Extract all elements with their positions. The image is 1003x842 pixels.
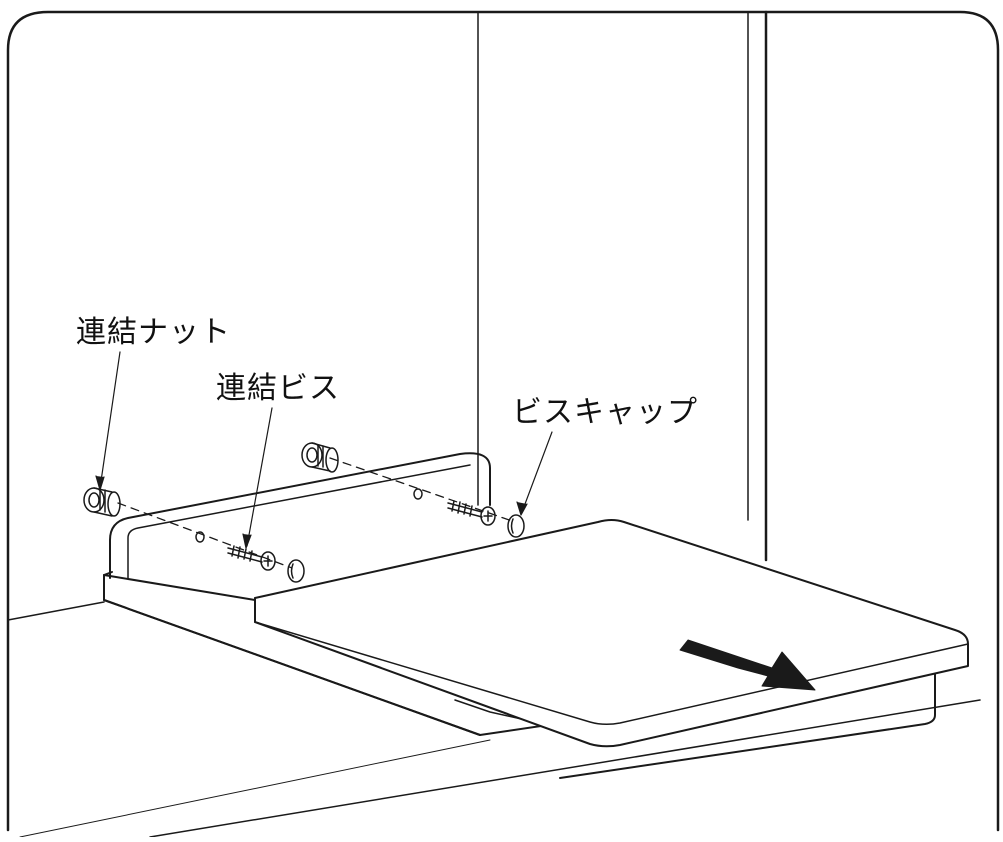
floor-line-rear — [20, 740, 490, 837]
label-connecting-screw: 連結ビス — [216, 371, 340, 406]
panel-hole-left — [196, 532, 204, 542]
arrow-pull-out-icon — [680, 640, 815, 690]
assembly-axis-right — [330, 458, 515, 522]
panel-hole-right — [414, 489, 422, 499]
screw-cap-right — [508, 515, 524, 537]
floor-line-front — [150, 700, 980, 837]
floor-line-left — [8, 602, 104, 620]
base-board-edge — [104, 600, 480, 735]
label-connecting-nut: 連結ナット — [76, 315, 231, 350]
connecting-nut-right — [302, 443, 338, 472]
connecting-screw-left — [228, 546, 275, 570]
leader-line-cap — [517, 432, 552, 515]
base-board-side — [560, 695, 935, 778]
leader-line-screw — [243, 408, 272, 548]
screw-cap-left — [288, 560, 304, 582]
leader-line-nut — [96, 352, 120, 490]
back-panel-shelf-edge — [104, 575, 255, 600]
connecting-nut-left — [84, 488, 120, 516]
frame-border — [8, 12, 998, 830]
back-panel-outline — [110, 453, 490, 578]
back-panel-inner-line — [128, 465, 470, 578]
sliding-board-top — [255, 520, 968, 746]
connecting-screw-right — [448, 501, 495, 525]
sliding-board-edge — [255, 622, 968, 724]
assembly-axis-left — [118, 503, 292, 568]
label-screw-cap: ビスキャップ — [512, 395, 698, 430]
